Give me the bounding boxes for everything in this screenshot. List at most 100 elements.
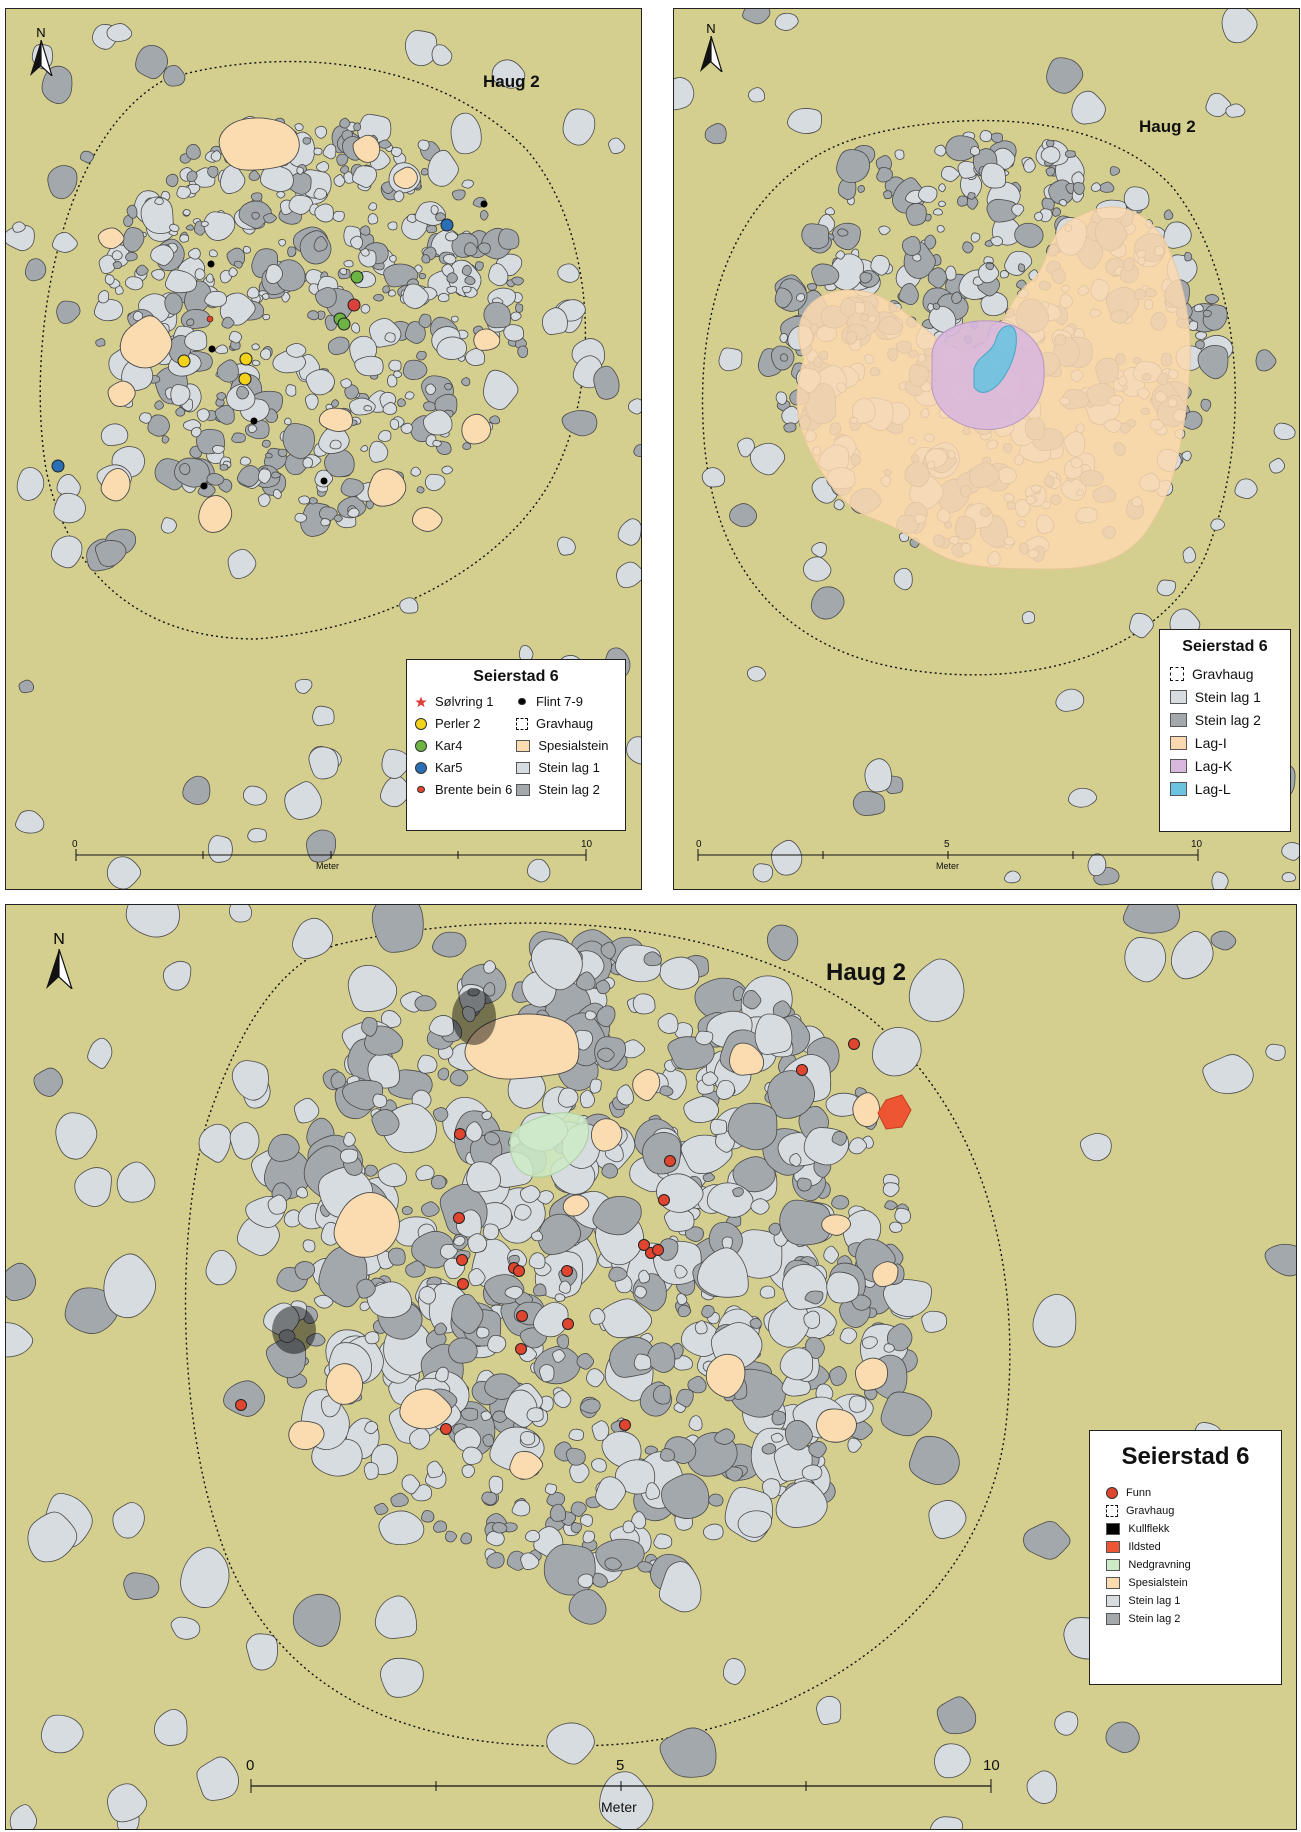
stone <box>378 1510 425 1545</box>
stone <box>1072 182 1085 195</box>
stone <box>557 1087 579 1108</box>
stone <box>47 165 78 200</box>
special-stone <box>473 328 501 351</box>
stone <box>970 146 981 156</box>
stone <box>462 1006 476 1023</box>
stone <box>754 1013 793 1055</box>
stone <box>150 244 175 266</box>
stone <box>430 1174 447 1190</box>
stone <box>87 1037 113 1069</box>
stone <box>186 170 198 183</box>
stone <box>106 856 142 889</box>
stone <box>64 1287 119 1334</box>
stone <box>313 188 328 200</box>
stone <box>382 402 398 415</box>
stone <box>1225 103 1246 118</box>
special-stone <box>461 413 492 445</box>
stone <box>418 272 426 280</box>
stone <box>568 1589 607 1625</box>
stone <box>990 132 1004 143</box>
stone <box>774 12 799 31</box>
stone <box>164 269 198 294</box>
stone <box>1068 787 1098 808</box>
legend-item: Nedgravning <box>1106 1559 1265 1571</box>
stone <box>373 294 384 302</box>
stone <box>600 1298 652 1339</box>
stone <box>219 464 229 471</box>
special-stone <box>393 166 418 190</box>
stone <box>1200 398 1212 412</box>
special-stone <box>729 1042 765 1076</box>
stone <box>427 149 459 187</box>
stone <box>1269 457 1286 474</box>
stone <box>93 298 124 322</box>
stone <box>1234 478 1258 499</box>
stone <box>1045 167 1056 177</box>
stone <box>835 250 846 260</box>
stone <box>322 143 337 160</box>
stone <box>579 1089 595 1109</box>
mound-title: Haug 2 <box>826 959 907 986</box>
stone <box>55 1112 98 1160</box>
legend-item: Sølvring 1 <box>415 694 516 709</box>
stone <box>315 287 337 308</box>
circle-icon <box>415 739 427 752</box>
stone <box>520 1185 541 1203</box>
stone <box>732 1187 744 1198</box>
stone <box>298 495 310 505</box>
stone <box>930 1816 963 1829</box>
stone <box>33 1067 63 1097</box>
stone <box>41 65 73 105</box>
north-arrow-icon <box>700 35 724 74</box>
stone <box>645 1482 661 1500</box>
find-marker <box>619 1419 631 1431</box>
stone <box>468 1267 486 1287</box>
stone <box>1156 579 1177 597</box>
stone <box>389 418 400 430</box>
stone <box>597 1047 615 1062</box>
stone <box>24 258 47 282</box>
stone <box>722 1658 746 1685</box>
stone <box>287 246 297 258</box>
stone <box>1182 546 1196 564</box>
stone <box>642 1132 682 1175</box>
stone <box>460 1407 479 1421</box>
stone <box>432 1107 449 1122</box>
stone <box>779 353 789 362</box>
stone <box>448 1337 478 1364</box>
stone <box>1040 146 1061 164</box>
stone <box>354 355 384 377</box>
stone <box>165 173 179 188</box>
stone <box>715 1079 735 1100</box>
stone <box>188 247 201 260</box>
stone <box>450 112 482 155</box>
stone <box>1109 166 1121 176</box>
legend-item-label: Stein lag 1 <box>538 760 600 775</box>
find-burnt-bone <box>206 315 214 323</box>
stone <box>417 139 430 151</box>
stone <box>387 1247 406 1266</box>
stone <box>451 189 466 201</box>
stone <box>286 343 307 358</box>
stone <box>401 1206 413 1216</box>
stone <box>1055 688 1085 712</box>
legend-item: Kar5 <box>415 760 516 775</box>
stone <box>432 440 442 447</box>
stone <box>421 1201 440 1217</box>
stone <box>417 1054 438 1074</box>
scale-tick-10: 10 <box>1191 839 1203 850</box>
stone <box>729 503 758 528</box>
stone <box>139 412 152 424</box>
stone <box>695 1030 714 1046</box>
stone <box>767 1070 816 1119</box>
stone <box>1195 331 1208 341</box>
stone <box>908 958 965 1023</box>
legend-item-label: Lag-K <box>1194 758 1233 774</box>
stone <box>684 1226 704 1242</box>
stone <box>251 211 260 220</box>
stone <box>40 1714 84 1754</box>
stone <box>884 1200 898 1211</box>
stone <box>628 398 641 415</box>
stone <box>491 59 526 89</box>
